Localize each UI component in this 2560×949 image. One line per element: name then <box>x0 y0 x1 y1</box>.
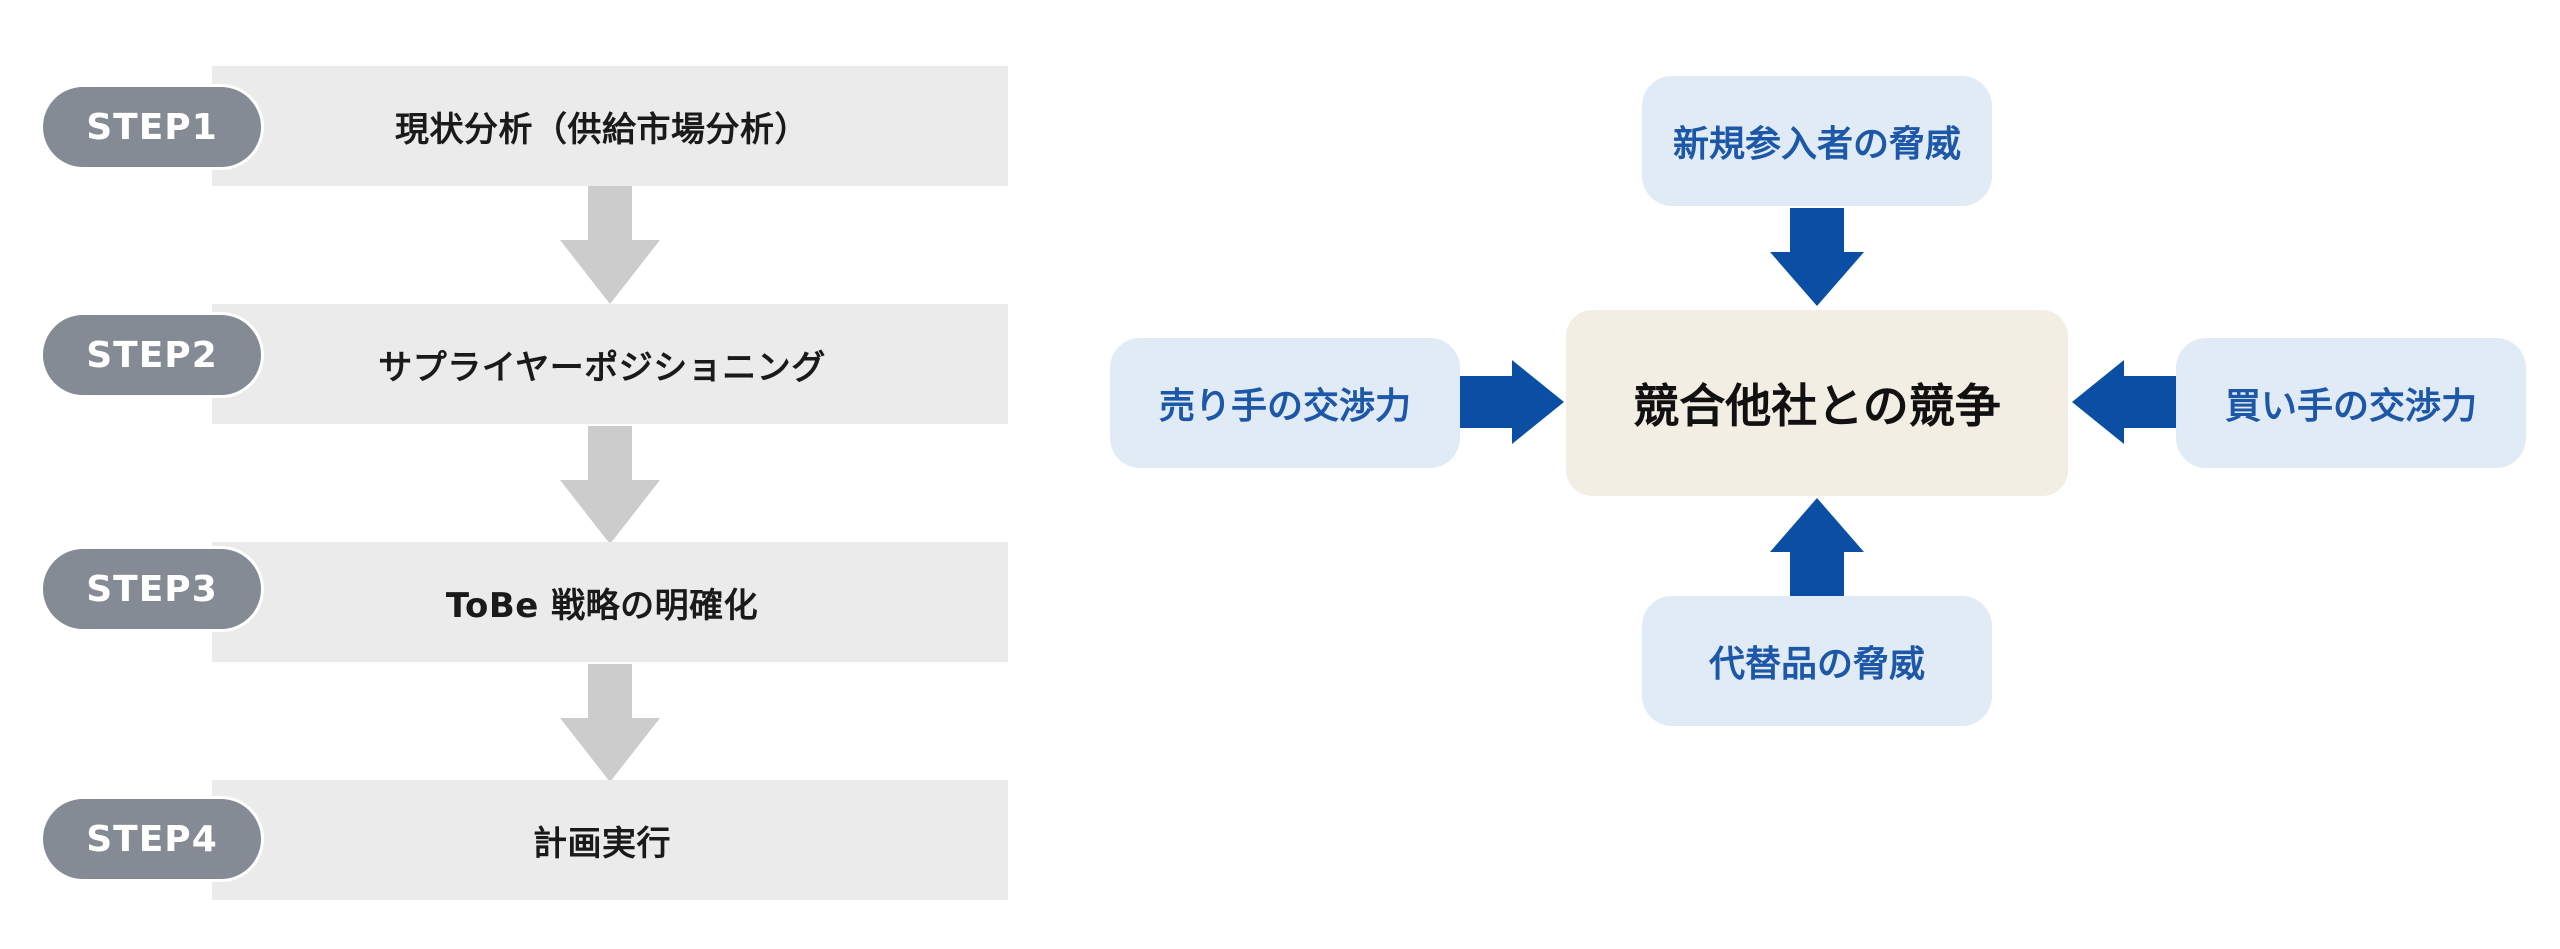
step-4-bar: 計画実行 <box>212 780 1008 900</box>
force-new-entrants: 新規参入者の脅威 <box>1642 76 1992 206</box>
step-2-bar: サプライヤーポジショニング <box>212 304 1008 424</box>
step-3-title: ToBe 戦略の明確化 <box>445 585 759 626</box>
flow-arrow-1 <box>560 186 660 304</box>
force-supplier-power: 売り手の交渉力 <box>1110 338 1460 468</box>
flow-arrow-3 <box>560 664 660 782</box>
force-arrow-left <box>1460 360 1564 444</box>
force-rivalry-center: 競合他社との競争 <box>1566 310 2068 496</box>
flow-arrow-2 <box>560 426 660 544</box>
step-1-badge: STEP1 <box>40 84 264 170</box>
force-arrow-top <box>1770 208 1864 306</box>
step-1-title: 現状分析（供給市場分析） <box>395 109 809 150</box>
step-2-badge: STEP2 <box>40 312 264 398</box>
step-3-bar: ToBe 戦略の明確化 <box>212 542 1008 662</box>
step-4-badge: STEP4 <box>40 796 264 882</box>
force-arrow-bottom <box>1770 498 1864 596</box>
step-4-title: 計画実行 <box>533 823 671 864</box>
step-1-bar: 現状分析（供給市場分析） <box>212 66 1008 186</box>
step-2-title: サプライヤーポジショニング <box>378 347 826 388</box>
force-substitutes: 代替品の脅威 <box>1642 596 1992 726</box>
force-arrow-right <box>2072 360 2176 444</box>
force-buyer-power: 買い手の交渉力 <box>2176 338 2526 468</box>
step-3-badge: STEP3 <box>40 546 264 632</box>
